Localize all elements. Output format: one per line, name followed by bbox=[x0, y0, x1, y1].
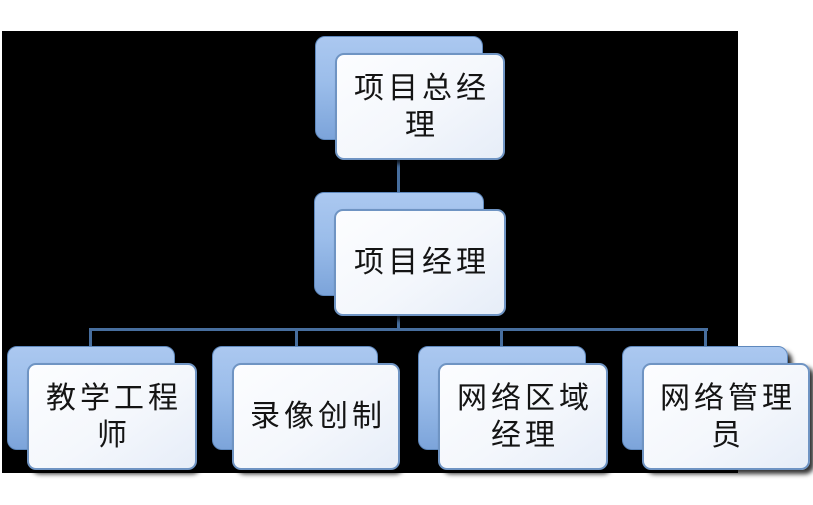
node-front-panel: 网络区域 经理 bbox=[438, 363, 608, 470]
connector-stub-video-production bbox=[295, 330, 298, 347]
node-front-panel: 录像创制 bbox=[232, 363, 400, 470]
connector-stub-teaching-engineer bbox=[89, 330, 92, 347]
node-front-panel: 项目总经 理 bbox=[335, 53, 505, 160]
connector-stub-network-administrator bbox=[704, 330, 707, 347]
node-label: 项目经理 bbox=[354, 245, 490, 280]
node-front-panel: 网络管理 员 bbox=[642, 363, 810, 470]
connector-pm-drop bbox=[397, 316, 400, 330]
node-front-panel: 教学工程 师 bbox=[27, 363, 197, 470]
node-label: 网络管理 员 bbox=[660, 380, 796, 453]
node-label: 录像创制 bbox=[250, 399, 386, 434]
node-label: 教学工程 师 bbox=[46, 380, 182, 453]
node-front-panel: 项目经理 bbox=[334, 209, 506, 316]
connector-stub-network-region-manager bbox=[500, 330, 503, 347]
node-label: 网络区域 经理 bbox=[457, 380, 593, 453]
node-label: 项目总经 理 bbox=[354, 70, 490, 143]
connector-gm-to-pm bbox=[397, 160, 400, 194]
connector-horizontal-bus bbox=[89, 328, 708, 331]
